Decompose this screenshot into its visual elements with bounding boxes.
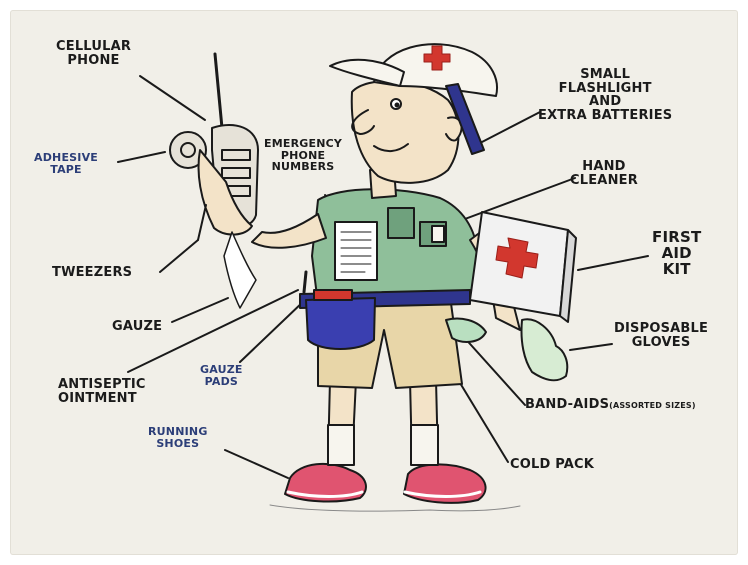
label-cellular-phone: CELLULAR PHONE xyxy=(56,40,131,67)
label-running-shoes: RUNNING SHOES xyxy=(148,426,208,449)
label-band-aids: BAND-AIDS(ASSORTED SIZES) xyxy=(525,398,696,412)
waist-pouch-drawing xyxy=(306,298,375,349)
band-aids-text: BAND-AIDS xyxy=(525,397,609,412)
disposable-gloves-drawing xyxy=(521,319,567,380)
leader-first-aid-kit xyxy=(578,256,648,270)
label-disposable-gloves: DISPOSABLE GLOVES xyxy=(614,322,708,349)
leader-cellular-phone xyxy=(140,76,205,120)
leader-band-aids xyxy=(462,335,525,405)
legs-drawing xyxy=(328,380,438,465)
leader-running-shoes xyxy=(225,450,288,478)
left-arm-drawing xyxy=(252,214,326,248)
shirt-pocket xyxy=(388,208,414,238)
head-drawing xyxy=(352,81,462,183)
label-gauze: GAUZE xyxy=(112,320,162,334)
leader-gauze xyxy=(172,298,228,322)
label-tweezers: TWEEZERS xyxy=(52,266,132,280)
label-first-aid-kit: FIRST AID KIT xyxy=(652,230,701,277)
label-hand-cleaner: HAND CLEANER xyxy=(570,160,638,187)
label-gauze-pads: GAUZE PADS xyxy=(200,364,243,387)
leader-adhesive-tape xyxy=(118,152,165,162)
label-antiseptic-ointment: ANTISEPTIC OINTMENT xyxy=(58,378,146,405)
leader-gauze-pads xyxy=(240,300,305,362)
running-shoes-drawing xyxy=(270,464,520,511)
label-cold-pack: COLD PACK xyxy=(510,458,594,472)
leader-flashlight xyxy=(482,112,540,142)
label-small-flashlight: SMALL FLASHLIGHT AND EXTRA BATTERIES xyxy=(538,68,672,123)
leader-tweezers xyxy=(160,240,198,272)
band-aids-note: (ASSORTED SIZES) xyxy=(609,401,696,410)
cold-pack-drawing xyxy=(446,319,486,342)
hand-cleaner-bottle xyxy=(432,226,444,242)
label-adhesive-tape: ADHESIVE TAPE xyxy=(34,152,98,175)
label-emergency-phone-numbers: EMERGENCY PHONE NUMBERS xyxy=(264,138,342,173)
tweezers-drawing xyxy=(198,205,206,240)
ointment-tube xyxy=(314,290,352,300)
leader-disposable-gloves xyxy=(570,344,612,350)
emergency-numbers-card xyxy=(335,222,377,280)
first-aid-kit-drawing xyxy=(470,212,576,322)
ointment-cap xyxy=(304,272,306,292)
gauze-drawing xyxy=(224,232,256,308)
